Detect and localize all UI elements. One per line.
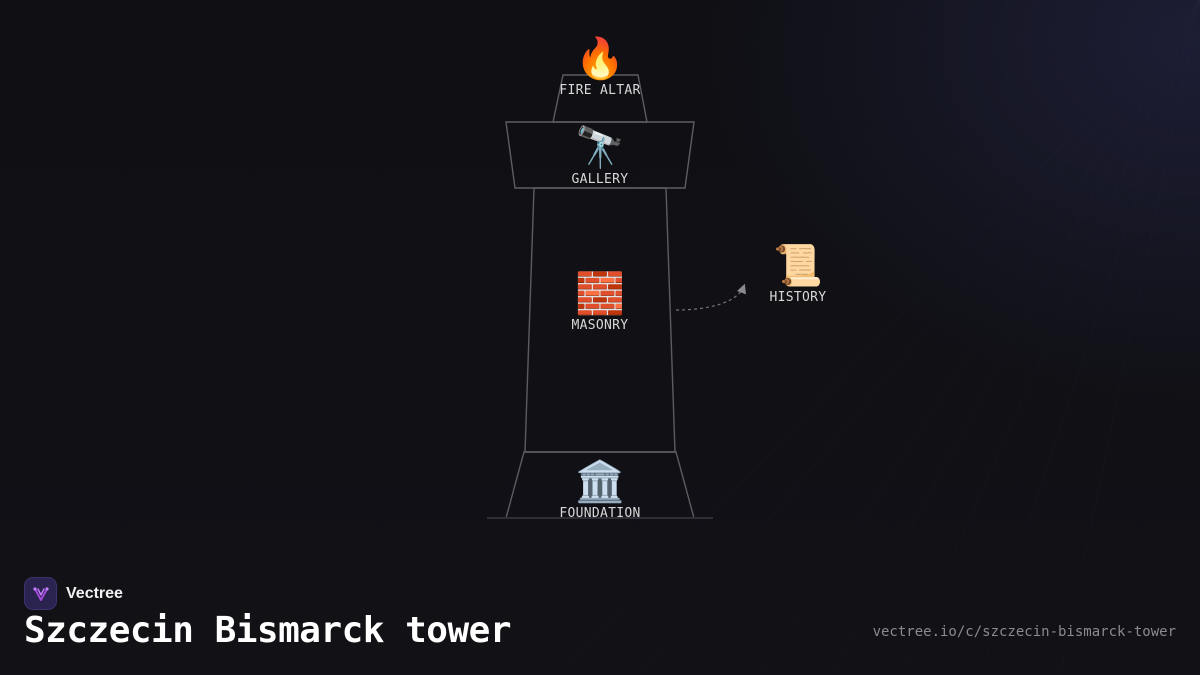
brand[interactable]: Vectree — [24, 577, 123, 610]
fire-altar-label: FIRE ALTAR — [559, 83, 641, 98]
gallery-shape — [505, 121, 695, 189]
fire-icon: 🔥 — [575, 36, 625, 82]
scroll-icon: 📜 — [773, 243, 823, 289]
gallery-label: GALLERY — [571, 172, 629, 187]
foundation-label: FOUNDATION — [559, 506, 641, 521]
page-title: Szczecin Bismarck tower — [24, 610, 512, 651]
node-history[interactable]: 📜 HISTORY — [718, 244, 878, 305]
node-gallery[interactable]: 🔭 GALLERY — [520, 126, 680, 187]
vectree-logo-icon — [24, 577, 57, 610]
history-label: HISTORY — [769, 290, 827, 305]
brick-icon: 🧱 — [575, 271, 625, 317]
node-masonry[interactable]: 🧱 MASONRY — [520, 272, 680, 333]
classical-building-icon: 🏛️ — [575, 459, 625, 505]
page-url[interactable]: vectree.io/c/szczecin-bismarck-tower — [872, 624, 1176, 640]
brand-name: Vectree — [66, 584, 123, 602]
node-foundation[interactable]: 🏛️ FOUNDATION — [520, 460, 680, 521]
masonry-to-history-edge — [675, 283, 746, 311]
telescope-icon: 🔭 — [575, 125, 625, 171]
node-fire-altar[interactable]: 🔥 FIRE ALTAR — [520, 37, 680, 98]
masonry-label: MASONRY — [571, 318, 629, 333]
